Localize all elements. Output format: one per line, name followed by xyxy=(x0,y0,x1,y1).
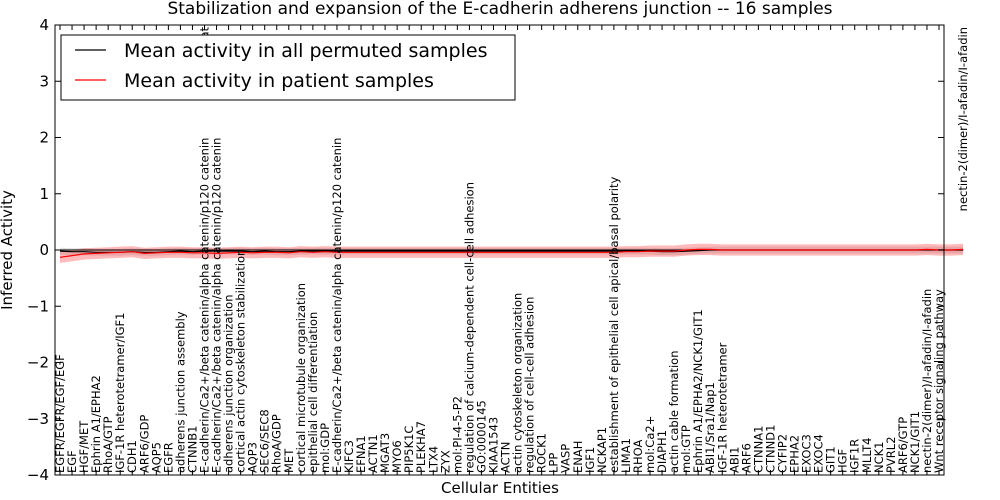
category-label: CTNNA1 xyxy=(751,426,765,473)
category-label: KIFC3 xyxy=(342,440,356,473)
category-label: actin cytoskeleton organization xyxy=(511,293,525,473)
category-label: EGFR xyxy=(161,442,175,473)
y-tick-label: −2 xyxy=(27,354,49,372)
category-label: E-cadherin/Ca2+/beta catenin/alpha caten… xyxy=(198,138,212,473)
category-label: PVRL2 xyxy=(884,436,898,473)
category-label: EGFR/EGFR/EGF/EGF xyxy=(53,354,67,473)
category-label: GIT1 xyxy=(824,446,838,473)
category-label: EXOC4 xyxy=(812,434,826,473)
category-label: DIAPH1 xyxy=(655,430,669,473)
category-label: HGF xyxy=(836,449,850,473)
category-label: CYFIP2 xyxy=(776,434,790,473)
y-tick-label: 4 xyxy=(39,16,49,34)
category-label: E-cadherin/Ca2+/beta catenin/alpha caten… xyxy=(330,138,344,473)
category-label: ARF6 xyxy=(739,443,753,473)
category-label: IGF-1R heterotetramer/IGF1 xyxy=(113,313,127,473)
x-ticks xyxy=(59,25,940,475)
category-label: E-cadherin/Ca2+/beta catenin/alpha caten… xyxy=(210,138,224,473)
category-label: nectin-2(dimer)/I-afadin/I-afadin xyxy=(920,289,934,473)
category-label: PLEKHA7 xyxy=(414,421,428,473)
legend-label-patient: Mean activity in patient samples xyxy=(124,70,434,92)
category-label: regulation of cell-cell adhesion xyxy=(523,297,537,473)
y-tick-label: 1 xyxy=(39,185,49,203)
category-label: ABI1 xyxy=(727,447,741,473)
category-label: ZYX xyxy=(438,450,452,473)
y-axis-label: Inferred Activity xyxy=(0,190,16,310)
category-label: adherens junction assembly xyxy=(173,311,187,473)
legend-label-permuted: Mean activity in all permuted samples xyxy=(124,40,487,62)
y-tick-label: −3 xyxy=(27,410,49,428)
category-label: Ephrin A1/EPHA2/NCK1/GIT1 xyxy=(691,309,705,473)
category-label: VASP xyxy=(559,444,573,473)
category-label: LTX4 xyxy=(426,446,440,473)
category-label: ENAH xyxy=(571,441,585,473)
category-label: RhoA/GDP xyxy=(270,414,284,473)
chart-title: Stabilization and expansion of the E-cad… xyxy=(167,0,832,19)
category-label: adherens junction organization xyxy=(222,295,236,473)
category-label: EGF xyxy=(65,450,79,473)
category-label: KIAA1543 xyxy=(487,417,501,473)
category-label: PIP5K1C xyxy=(402,426,416,473)
legend: Mean activity in all permuted samples Me… xyxy=(60,34,516,101)
category-label: MLLT4 xyxy=(860,438,874,474)
category-label: actin cable formation xyxy=(667,350,681,473)
category-label: CTNND1 xyxy=(763,425,777,473)
category-label: Ephrin A1/EPHA2 xyxy=(89,375,103,473)
y-tick-label: 0 xyxy=(39,241,49,259)
category-label: IGF-1R heterotetramer xyxy=(715,342,729,473)
series-line-1 xyxy=(59,248,964,258)
category-label: LPP xyxy=(547,453,561,473)
category-label: NCK1 xyxy=(872,442,886,474)
category-label: IGF1 xyxy=(583,447,597,473)
category-label: EFNA1 xyxy=(354,435,368,473)
category-label: SEC6/SEC8 xyxy=(258,409,272,473)
series-lines xyxy=(59,248,964,258)
category-label: NCKAP1 xyxy=(595,427,609,473)
category-label: EXOC3 xyxy=(800,434,814,473)
category-label: AQP3 xyxy=(246,442,260,473)
category-label: mol:PI-4-5-P2 xyxy=(450,396,464,473)
category-label: HGF/MET xyxy=(77,420,91,473)
category-label: MYO6 xyxy=(390,440,404,473)
category-label: ABI1/Sra1/Nap1 xyxy=(703,382,717,473)
category-label: mol:GTP xyxy=(679,425,693,473)
category-label: MET xyxy=(282,448,296,473)
category-label: cortical actin cytoskeleton stabilizatio… xyxy=(234,249,248,473)
category-label: RhoA/GTP xyxy=(101,416,115,473)
category-label: cortical microtubule organization xyxy=(294,283,308,473)
category-label: RHOA xyxy=(631,440,645,473)
band-series-1 xyxy=(60,243,964,263)
category-label: establishment of epithelial cell apical/… xyxy=(607,177,621,473)
category-label-overflow: nectin-2(dimer)/I-afadin/I-afadin xyxy=(956,27,970,211)
category-label: ACTN1 xyxy=(366,434,380,473)
category-label: CTNNB1 xyxy=(186,426,200,473)
category-label: regulation of calcium-dependent cell-cel… xyxy=(462,182,476,473)
y-tick-label: 2 xyxy=(39,129,49,147)
category-label: ACTN xyxy=(499,442,513,473)
y-ticks: −4 −3 −2 −1 0 1 2 3 4 xyxy=(27,16,944,484)
category-label: GO:0000145 xyxy=(474,400,488,473)
legend-box xyxy=(60,34,516,101)
y-tick-label: −4 xyxy=(27,466,49,484)
category-label: epithelial cell differentiation xyxy=(306,312,320,473)
category-label: LIMA1 xyxy=(619,438,633,473)
category-label: IGF1R xyxy=(848,439,862,473)
category-label: ARF6/GTP xyxy=(896,417,910,473)
category-label: MGAT3 xyxy=(378,433,392,473)
category-label: ARF6/GDP xyxy=(137,415,151,473)
y-tick-label: −1 xyxy=(27,297,49,315)
category-label: EPHA2 xyxy=(788,435,802,473)
category-label: ROCK1 xyxy=(535,433,549,473)
category-label: Wnt receptor signaling pathway xyxy=(932,289,946,473)
category-label: mol:GDP xyxy=(318,423,332,473)
category-label: NCK1/GIT1 xyxy=(908,411,922,473)
category-label: AQP5 xyxy=(149,442,163,473)
y-tick-label: 3 xyxy=(39,72,49,90)
category-label: CDH1 xyxy=(125,440,139,473)
category-label: mol:Ca2+ xyxy=(643,416,657,473)
x-axis-label: Cellular Entities xyxy=(441,479,559,497)
